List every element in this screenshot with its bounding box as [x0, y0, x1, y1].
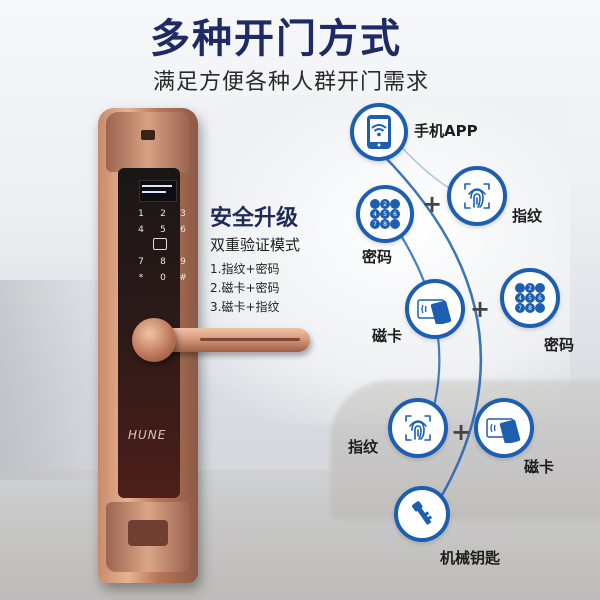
keypad-key[interactable]: 0 — [160, 273, 166, 283]
card-badge — [405, 279, 465, 339]
method-label-key: 机械钥匙 — [440, 549, 501, 567]
fingerprint-badge-2 — [388, 398, 448, 458]
page-title: 多种开门方式 — [150, 16, 402, 62]
method-label-fingerprint: 指纹 — [512, 207, 543, 225]
upgrade-item: 2.磁卡+密码 — [210, 281, 280, 295]
method-label-password-2: 密码 — [544, 336, 575, 354]
plus-sign: + — [422, 190, 443, 218]
svg-text:6: 6 — [538, 295, 542, 302]
card-badge-2 — [474, 398, 534, 458]
keypad-key[interactable]: * — [138, 273, 144, 283]
fingerprint-badge — [447, 166, 507, 226]
phone-app-badge — [350, 103, 408, 161]
upgrade-subtitle: 双重验证模式 — [210, 236, 301, 254]
method-label-card-2: 磁卡 — [524, 458, 555, 476]
handle-groove — [200, 338, 300, 341]
card-icon — [486, 418, 521, 443]
svg-text:6: 6 — [393, 211, 397, 218]
page-subtitle: 满足方便各种人群开门需求 — [153, 70, 430, 95]
keypad-key[interactable]: 9 — [180, 257, 186, 267]
svg-text:7: 7 — [373, 221, 377, 228]
keyhole-cover — [141, 130, 155, 140]
upgrade-title: 安全升级 — [210, 206, 299, 231]
keypad-key[interactable]: 5 — [160, 225, 166, 235]
method-label-card: 磁卡 — [372, 327, 403, 345]
method-label-app: 手机APP — [414, 122, 478, 140]
svg-text:2: 2 — [528, 285, 532, 292]
keypad-key[interactable]: 7 — [138, 257, 144, 267]
svg-text:5: 5 — [383, 211, 387, 218]
keypad-key[interactable]: 6 — [180, 225, 186, 235]
key-badge — [394, 486, 450, 542]
key-icon — [412, 501, 433, 525]
fingerprint-icon — [464, 183, 490, 209]
plus-sign: + — [451, 418, 472, 446]
card-reader-icon — [153, 238, 167, 250]
svg-text:7: 7 — [518, 305, 522, 312]
card-icon — [417, 299, 452, 324]
lock-top-cap — [106, 112, 190, 172]
upgrade-item: 3.磁卡+指纹 — [210, 300, 280, 314]
keypad-key[interactable]: # — [179, 273, 187, 283]
method-label-fingerprint-2: 指纹 — [348, 438, 379, 456]
svg-text:4: 4 — [373, 211, 377, 218]
method-label-password: 密码 — [362, 248, 393, 266]
upgrade-list: 1.指纹+密码 2.磁卡+密码 3.磁卡+指纹 — [210, 260, 280, 317]
svg-text:2: 2 — [383, 201, 387, 208]
lock-bottom-button — [128, 520, 168, 546]
phone-wifi-icon — [367, 115, 391, 149]
svg-text:5: 5 — [528, 295, 532, 302]
keypad-key[interactable]: 2 — [160, 209, 166, 219]
keypad-key[interactable]: 8 — [160, 257, 166, 267]
keypad-key[interactable]: 4 — [138, 225, 144, 235]
keypad-key[interactable]: 1 — [138, 209, 144, 219]
plus-sign: + — [470, 295, 491, 323]
display-line — [142, 185, 172, 187]
fingerprint-icon — [405, 415, 431, 441]
display-line — [142, 191, 166, 193]
upgrade-item: 1.指纹+密码 — [210, 262, 280, 276]
svg-text:4: 4 — [518, 295, 522, 302]
handle-rose — [132, 318, 176, 362]
lock-brand-logo: HUNE — [128, 428, 167, 442]
svg-text:8: 8 — [383, 221, 387, 228]
keypad-key[interactable]: 3 — [180, 209, 186, 219]
svg-text:8: 8 — [528, 305, 532, 312]
